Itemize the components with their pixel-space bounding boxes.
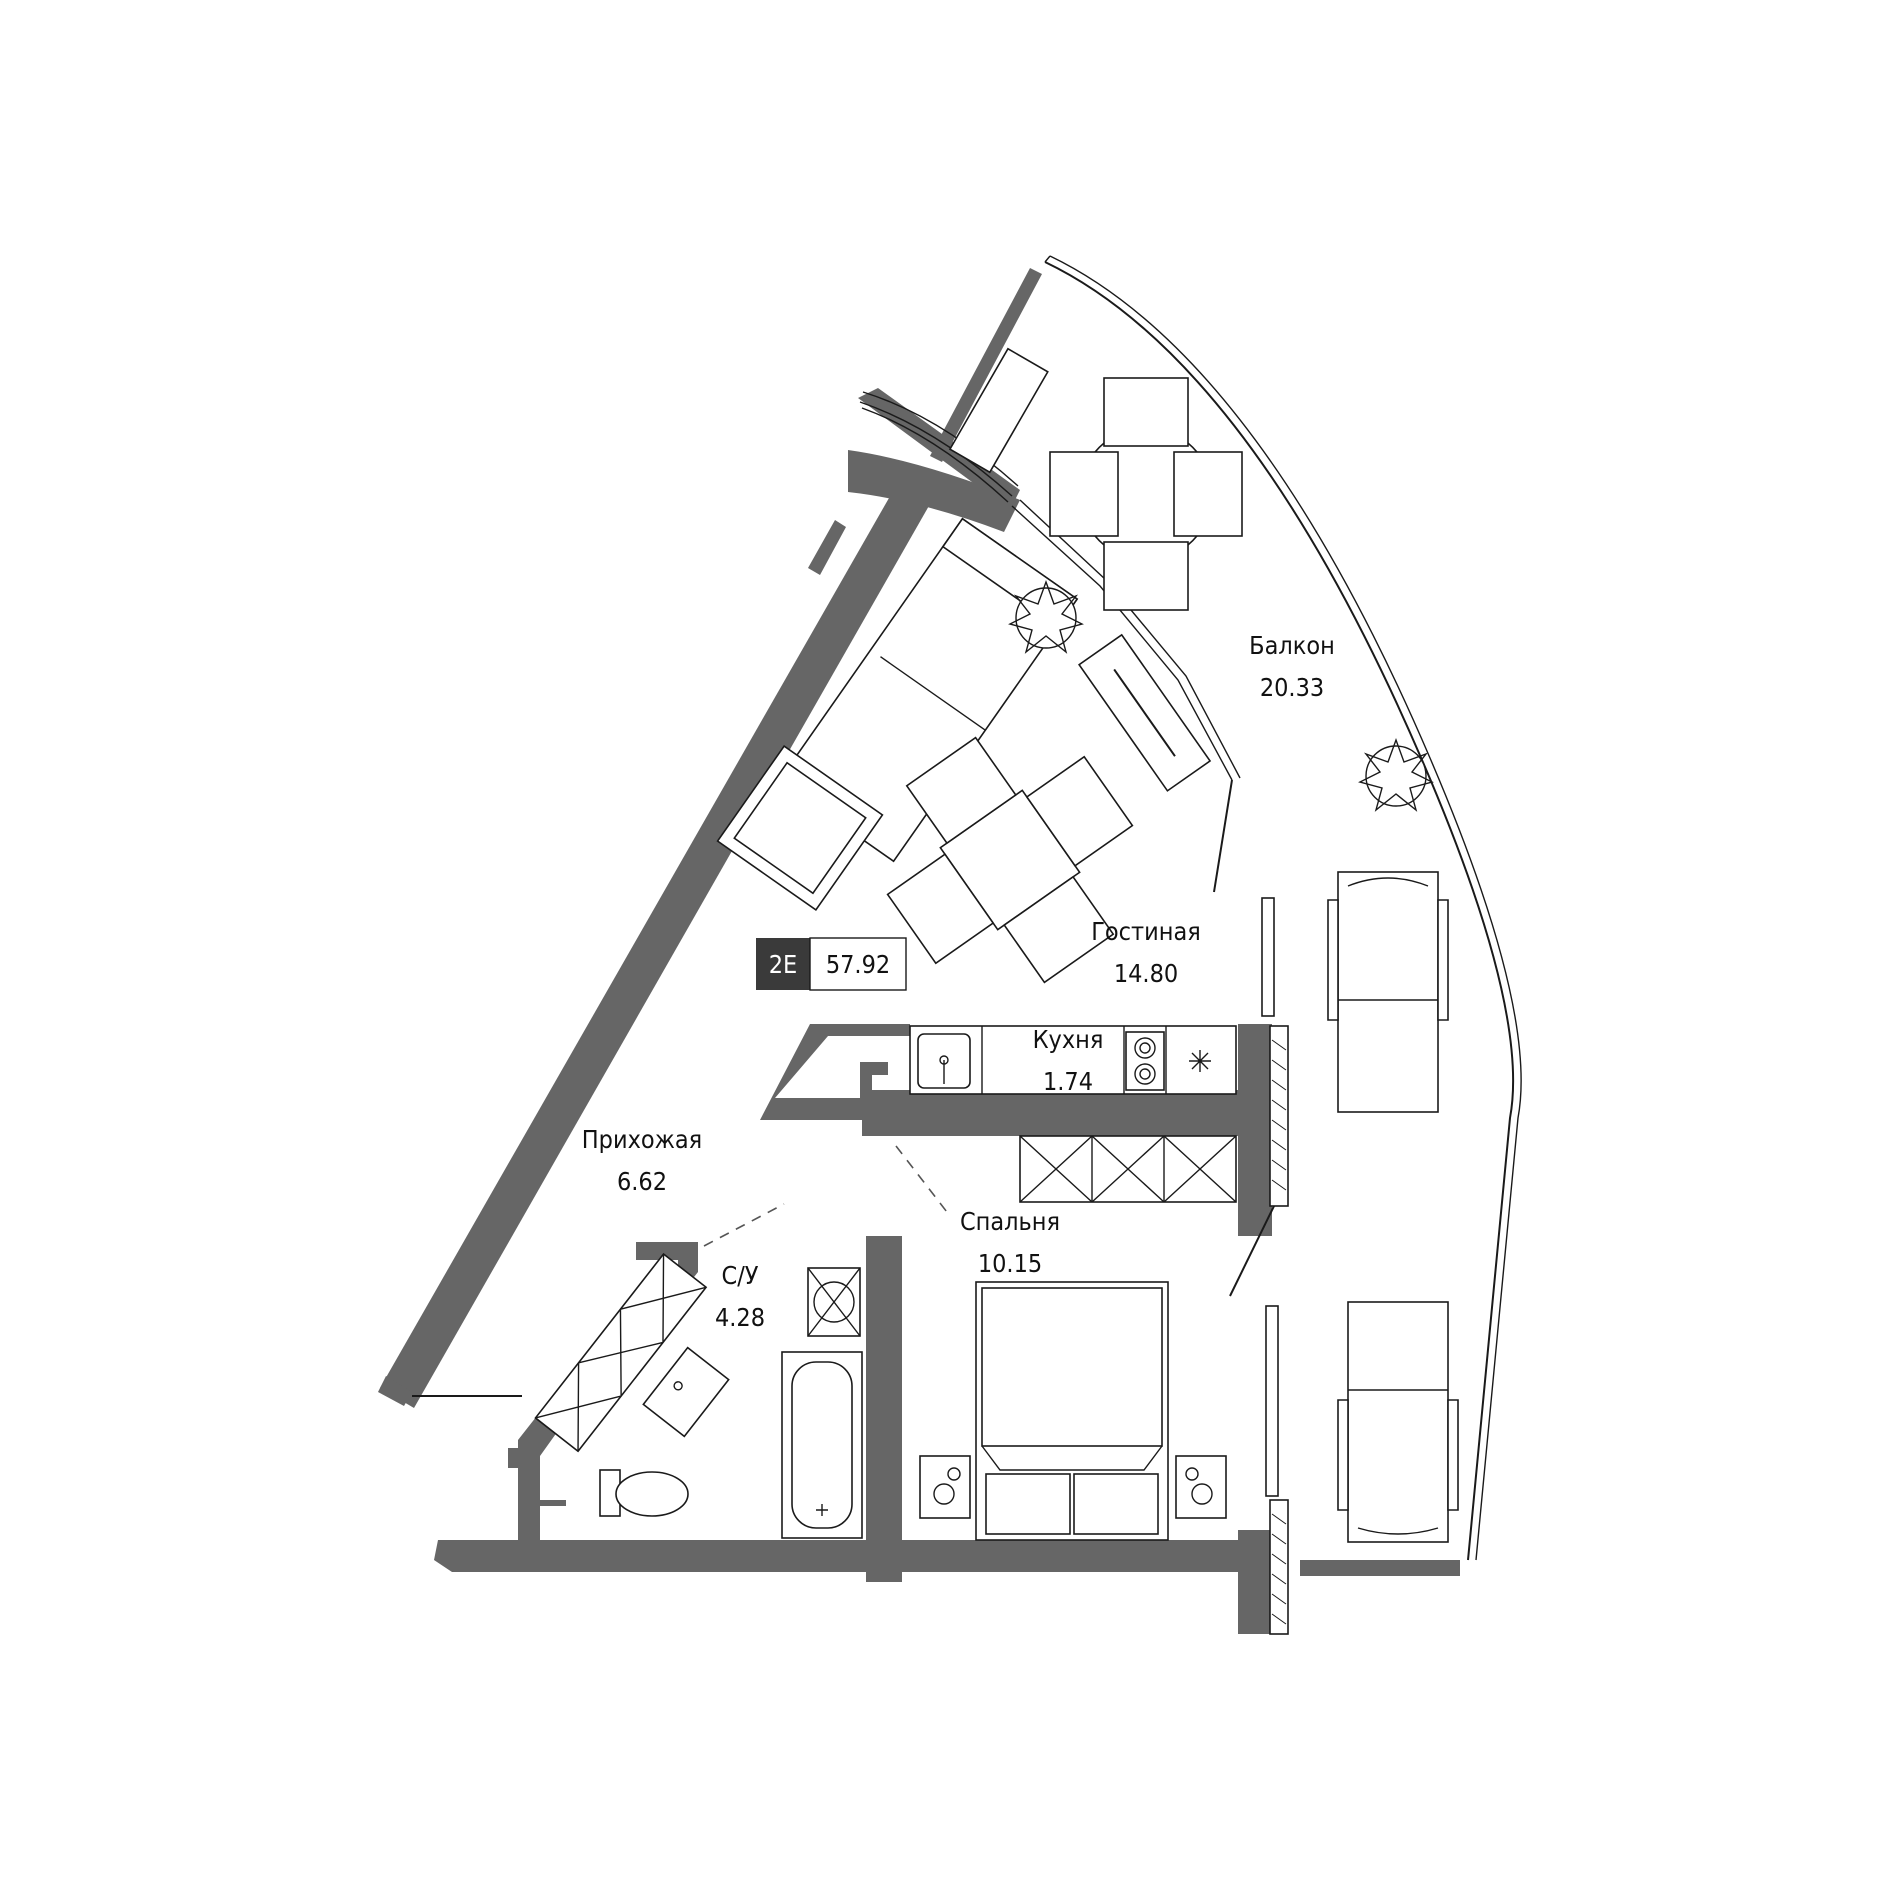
room-area: 4.28	[715, 1303, 765, 1332]
room-area: 10.15	[978, 1249, 1042, 1278]
wardrobe-icon	[1019, 1135, 1237, 1203]
balcony-outline	[1044, 255, 1522, 1561]
room-name: Гостиная	[1091, 917, 1201, 946]
balcony-doors	[1011, 499, 1279, 1497]
room-label-living: Гостиная 14.80	[1091, 917, 1201, 988]
unit-code: 2E	[769, 950, 798, 979]
armchair-icon	[716, 744, 884, 912]
balcony-bench-icon	[948, 347, 1049, 474]
zone-dividers	[703, 1145, 951, 1247]
bathtub-icon	[781, 1351, 863, 1539]
room-label-bathroom: С/У 4.28	[715, 1261, 765, 1332]
room-area: 20.33	[1260, 673, 1324, 702]
room-name: Кухня	[1033, 1025, 1104, 1054]
stove-icon	[1125, 1031, 1165, 1091]
dining-table-icon	[886, 736, 1134, 984]
balcony-table-icon	[1049, 377, 1243, 611]
room-area: 14.80	[1114, 959, 1178, 988]
room-name: Спальня	[960, 1207, 1060, 1236]
sunlounger-icon	[1337, 1301, 1459, 1543]
room-name: Балкон	[1249, 631, 1335, 660]
washer-icon	[807, 1267, 861, 1337]
bathroom-cabinet-icon	[534, 1252, 708, 1453]
sunlounger-icon	[1327, 871, 1449, 1113]
nightstand-icon	[919, 1455, 971, 1519]
plant-icon	[1358, 737, 1434, 812]
room-label-hallway: Прихожая 6.62	[582, 1125, 702, 1196]
room-area: 1.74	[1043, 1067, 1093, 1096]
room-label-kitchen: Кухня 1.74	[1033, 1025, 1104, 1096]
walls	[378, 268, 1460, 1634]
sink-icon	[917, 1033, 971, 1089]
fridge-icon	[1189, 1050, 1211, 1072]
unit-total-area: 57.92	[826, 950, 890, 979]
unit-badge: 2E 57.92	[756, 937, 907, 991]
toilet-icon	[599, 1469, 689, 1517]
tv-stand-icon	[1077, 633, 1212, 792]
room-label-bedroom: Спальня 10.15	[960, 1207, 1060, 1278]
room-label-balcony: Балкон 20.33	[1249, 631, 1335, 702]
plant-icon	[1008, 579, 1084, 654]
washbasin-icon	[642, 1346, 730, 1438]
windows	[859, 391, 1289, 1635]
room-name: С/У	[722, 1261, 759, 1290]
room-area: 6.62	[617, 1167, 667, 1196]
room-name: Прихожая	[582, 1125, 702, 1154]
nightstand-icon	[1175, 1455, 1227, 1519]
bed-icon	[975, 1281, 1169, 1541]
